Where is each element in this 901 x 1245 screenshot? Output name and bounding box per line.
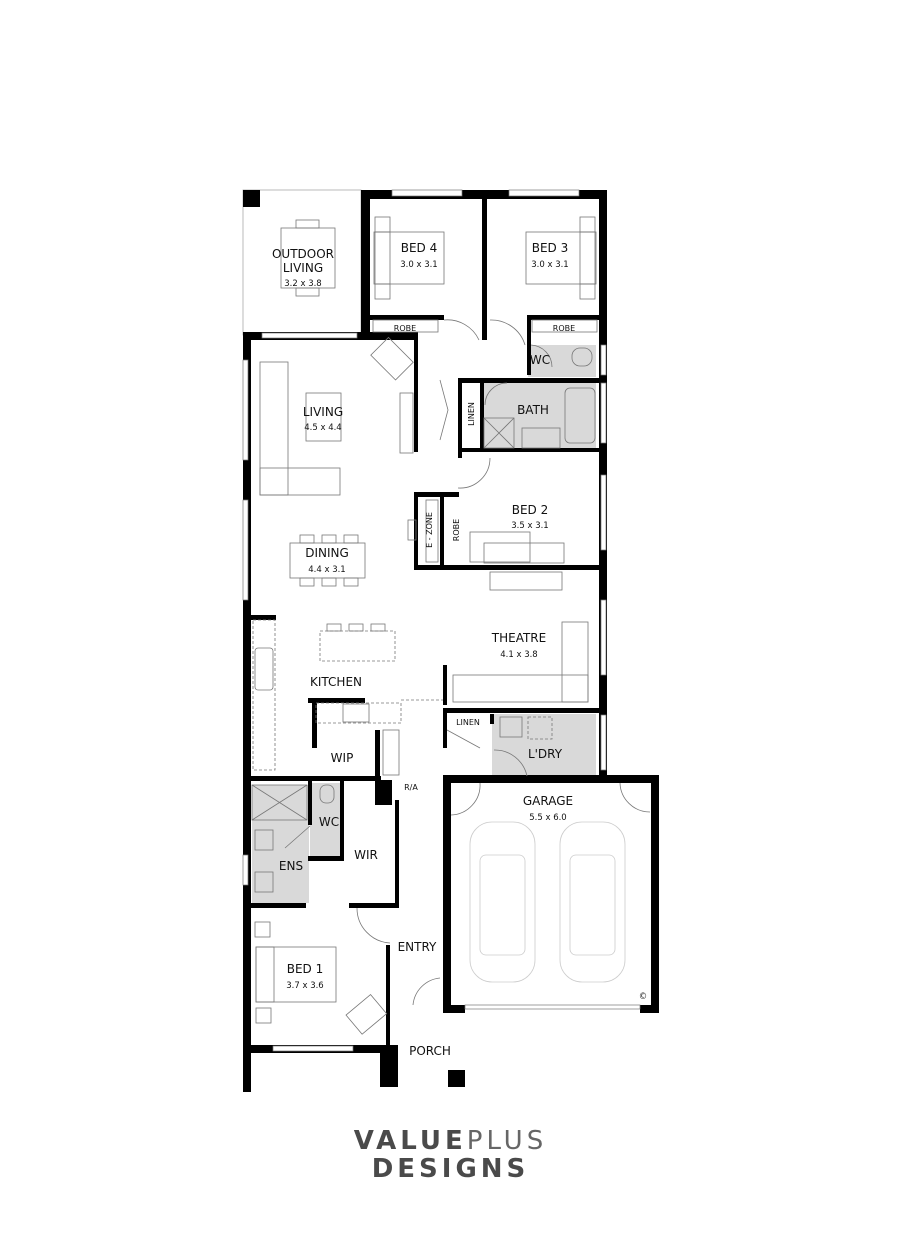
- theatre-size: 4.1 x 3.8: [500, 650, 537, 660]
- bath-floor: [483, 383, 596, 448]
- wc-upper-floor: [528, 345, 596, 377]
- wc-ens-floor: [310, 783, 344, 859]
- living-size: 4.5 x 4.4: [304, 423, 341, 433]
- bath-label: BATH: [517, 403, 549, 417]
- brand-plus: PLUS: [466, 1126, 548, 1156]
- exterior-walls: [243, 190, 659, 1092]
- kitchen-label: KITCHEN: [310, 675, 362, 689]
- column: [243, 190, 260, 207]
- room-labels: OUTDOOR LIVING 3.2 x 3.8 BED 4 3.0 x 3.1…: [272, 241, 647, 1058]
- outdoor-living-label-2: LIVING: [283, 261, 323, 275]
- wc-ens-label: WC: [319, 815, 339, 829]
- robe2-label: ROBE: [452, 519, 461, 541]
- porch-label: PORCH: [409, 1044, 451, 1058]
- laundry-floor: [492, 714, 596, 776]
- ezone-label: E - ZONE: [425, 512, 434, 548]
- windows: [242, 189, 641, 1052]
- garage-size: 5.5 x 6.0: [529, 813, 566, 823]
- laundry-label: L'DRY: [528, 747, 563, 761]
- garage-label: GARAGE: [523, 794, 573, 808]
- bed1-label: BED 1: [287, 962, 324, 976]
- brand-logo-line1: VALUEPLUS: [0, 1126, 901, 1156]
- car-icons: [469, 821, 626, 983]
- bed3-label: BED 3: [532, 241, 569, 255]
- dining-label: DINING: [305, 546, 349, 560]
- copyright-mark: ©: [639, 992, 648, 1002]
- living-label: LIVING: [303, 405, 343, 419]
- robe3-label: ROBE: [553, 324, 575, 333]
- linen-upper-label: LINEN: [467, 402, 476, 426]
- outdoor-living-size: 3.2 x 3.8: [284, 279, 321, 289]
- wir-label: WIR: [354, 848, 378, 862]
- wip-label: WIP: [331, 751, 354, 765]
- doors: [284, 319, 651, 1006]
- ra-label: R/A: [404, 783, 418, 792]
- furniture: [251, 216, 598, 1035]
- robe4-label: ROBE: [394, 324, 416, 333]
- linen-lower-label: LINEN: [456, 718, 480, 727]
- dining-size: 4.4 x 3.1: [308, 565, 345, 575]
- brand-logo-line2: DESIGNS: [371, 1154, 530, 1184]
- entry-label: ENTRY: [398, 940, 437, 954]
- bed4-label: BED 4: [401, 241, 438, 255]
- wc-upper-label: WC: [530, 353, 550, 367]
- ens-floor: [252, 820, 309, 903]
- interior-walls: [251, 190, 604, 1050]
- bed4-size: 3.0 x 3.1: [400, 260, 437, 270]
- bed1-size: 3.7 x 3.6: [286, 981, 323, 991]
- brand-value: VALUE: [353, 1126, 467, 1156]
- bed3-size: 3.0 x 3.1: [531, 260, 568, 270]
- outdoor-living-label-1: OUTDOOR: [272, 247, 334, 261]
- theatre-label: THEATRE: [491, 631, 546, 645]
- bed2-size: 3.5 x 3.1: [511, 521, 548, 531]
- ens-label: ENS: [279, 859, 303, 873]
- bed2-label: BED 2: [512, 503, 549, 517]
